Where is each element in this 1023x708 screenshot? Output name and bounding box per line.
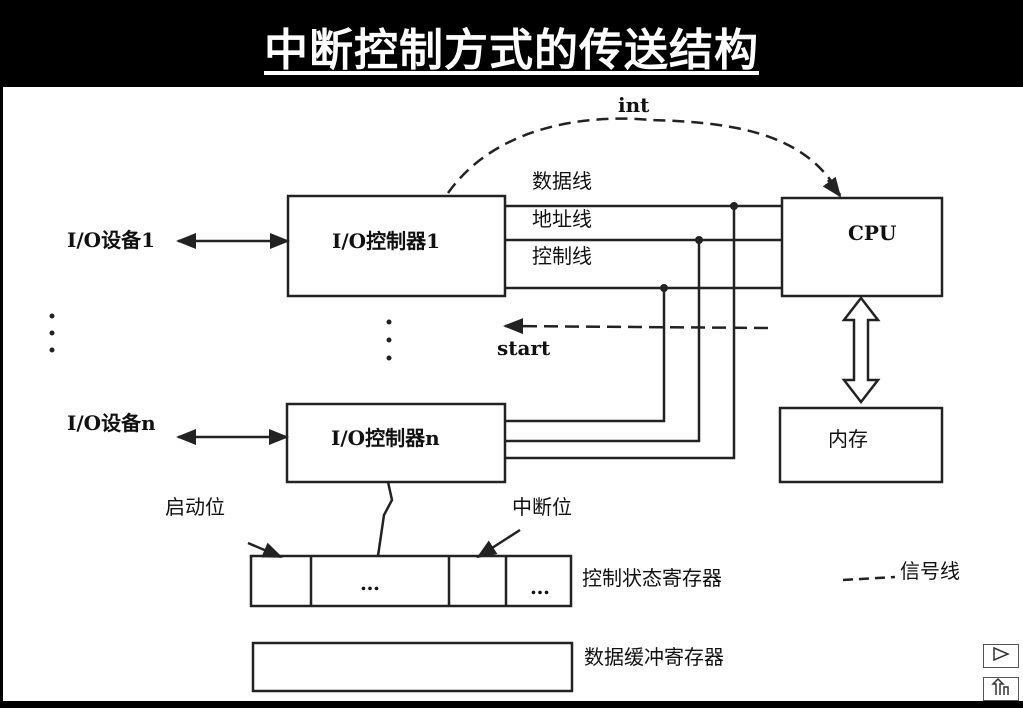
page-title: 中断控制方式的传送结构 — [264, 25, 759, 76]
memory-label: 内存 — [828, 427, 868, 451]
play-triangle-icon — [991, 646, 1011, 666]
cpu-box — [780, 196, 944, 298]
controller-register-link — [376, 481, 394, 557]
start-bit-label: 启动位 — [165, 495, 225, 519]
return-button[interactable] — [983, 677, 1019, 701]
cpu-memory-double-arrow — [841, 295, 881, 405]
int-arrow-tip — [822, 176, 842, 198]
title-bar: 中断控制方式的传送结构 — [0, 0, 1023, 87]
register-cell-dots-2: … — [530, 575, 550, 599]
next-slide-button[interactable] — [983, 644, 1019, 668]
control-status-register-box — [249, 554, 573, 608]
start-bit-pointer — [247, 541, 283, 559]
io-controller-n-box — [285, 402, 507, 484]
data-buffer-register-box — [251, 641, 574, 693]
control-bus-drop — [505, 288, 666, 423]
register-cell-dots-1: … — [360, 571, 380, 595]
io-device-1-label: I/O设备1 — [67, 228, 155, 252]
start-signal-line — [503, 318, 769, 335]
controller-ellipsis — [386, 319, 392, 361]
control-bus-label: 控制线 — [532, 244, 592, 268]
io-controller-1-label: I/O控制器1 — [332, 229, 440, 253]
int-signal-arc — [446, 117, 842, 196]
start-label: start — [497, 336, 551, 360]
data-buffer-register-label: 数据缓冲寄存器 — [584, 645, 724, 669]
address-bus-label: 地址线 — [532, 207, 592, 231]
io-controller-1-box — [286, 194, 507, 298]
interrupt-bit-label: 中断位 — [512, 495, 572, 519]
data-bus-drop — [505, 206, 736, 460]
left-border — [0, 87, 3, 708]
legend-signal-line-label: 信号线 — [900, 559, 960, 583]
legend-dashed-line — [842, 575, 896, 582]
return-arrow-icon — [991, 677, 1011, 700]
io-device-n-label: I/O设备n — [67, 411, 156, 435]
bottom-border — [0, 701, 1023, 708]
memory-box — [778, 406, 944, 484]
interrupt-bit-pointer — [476, 528, 521, 559]
device-ellipsis — [49, 313, 55, 353]
io-controller-n-label: I/O控制器n — [331, 426, 440, 450]
address-bus-drop — [505, 240, 701, 443]
data-bus-label: 数据线 — [532, 169, 592, 193]
control-status-register-label: 控制状态寄存器 — [582, 566, 722, 590]
int-label: int — [618, 93, 650, 117]
cpu-label: CPU — [848, 221, 896, 245]
